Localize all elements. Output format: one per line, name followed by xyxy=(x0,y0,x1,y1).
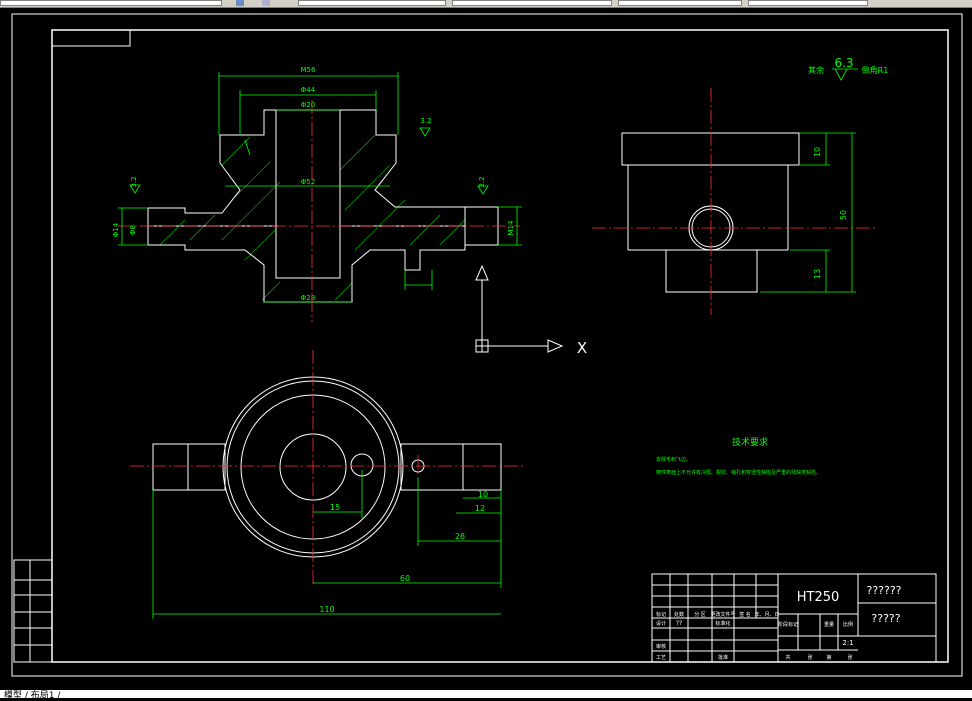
dim-d20: Φ20 xyxy=(301,101,315,109)
layer-dropdown[interactable] xyxy=(0,0,222,6)
svg-text:设计: 设计 xyxy=(656,620,666,627)
tech-line-2: 铸件表面上不允许有冷隔、裂纹、缩孔和穿透性缺陷及严重的残缺类缺陷。 xyxy=(656,469,821,476)
palette-icon[interactable] xyxy=(262,0,270,6)
top-view xyxy=(152,376,502,558)
part-code: ????? xyxy=(871,612,900,625)
svg-text:阶段标记: 阶段标记 xyxy=(778,621,798,628)
title-block-lines xyxy=(651,573,937,663)
dim-text-side: 10 50 13 xyxy=(813,147,848,279)
drawing-canvas[interactable]: M56 Φ44 Φ20 Φ52 Φ28 Φ14 Φ8 M14 3.2 3.2 3… xyxy=(0,8,972,690)
dim-m14: M14 xyxy=(507,220,515,235)
dim-l15: 15 xyxy=(330,503,340,512)
roughness-note: 倒角R1 xyxy=(862,65,889,75)
dim-lines-section xyxy=(118,72,522,303)
svg-text:标准化: 标准化 xyxy=(715,620,730,627)
title-block-headers: 标记 处数 分 区 更改文件号 签 名 年、月、日 设计 审核 工艺 标准化 批… xyxy=(656,611,853,661)
dim-l28: 28 xyxy=(455,532,465,541)
cad-drawing: M56 Φ44 Φ20 Φ52 Φ28 Φ14 Φ8 M14 3.2 3.2 3… xyxy=(11,13,963,677)
tech-title: 技术要求 xyxy=(732,436,768,448)
dim-d8: Φ8 xyxy=(129,225,137,235)
svg-text:分 区: 分 区 xyxy=(694,611,706,618)
part-name: ?????? xyxy=(866,584,901,597)
svg-text:张: 张 xyxy=(807,654,812,661)
color-dropdown[interactable] xyxy=(298,0,446,6)
svg-text:比例: 比例 xyxy=(843,621,853,628)
svg-text:第: 第 xyxy=(826,654,831,661)
roughness-right: 3.2 xyxy=(478,176,486,187)
dim-d44: Φ44 xyxy=(301,86,316,94)
roughness-top: 3.2 xyxy=(420,117,431,125)
layout-tab-text[interactable]: 模型 / 布局1 / xyxy=(4,691,61,701)
dim-h10: 10 xyxy=(813,147,822,157)
dim-text-top: 15 10 12 28 60 110 xyxy=(319,490,488,614)
designer-name: ?? xyxy=(676,620,682,627)
dim-m56: M56 xyxy=(301,66,316,74)
dim-h50: 50 xyxy=(839,210,848,220)
code-box xyxy=(51,29,131,47)
dim-lines-side xyxy=(760,68,858,293)
layer-icon[interactable] xyxy=(236,0,244,6)
inner-frame xyxy=(51,29,949,663)
dim-lines-top xyxy=(152,470,502,619)
dim-d14: Φ14 xyxy=(112,222,120,237)
roughness-left: 3.2 xyxy=(130,176,138,187)
dim-text-section: M56 Φ44 Φ20 Φ52 Φ28 Φ14 Φ8 M14 3.2 3.2 3… xyxy=(112,66,515,302)
svg-text:张: 张 xyxy=(847,654,852,661)
center-lines-side xyxy=(592,88,876,315)
ucs-icon xyxy=(475,264,564,353)
hatch-pattern xyxy=(159,134,466,301)
center-lines-top xyxy=(130,350,525,585)
svg-text:标记: 标记 xyxy=(656,611,666,618)
layout-tabs[interactable]: 模型 / 布局1 / xyxy=(0,690,972,701)
toolbar xyxy=(0,0,972,8)
tech-line-1: 去除毛刺飞边。 xyxy=(656,456,691,463)
svg-text:批准: 批准 xyxy=(718,654,728,661)
dim-l12: 12 xyxy=(475,504,485,513)
svg-text:工艺: 工艺 xyxy=(656,655,666,661)
outer-frame xyxy=(11,13,963,677)
plotstyle-dropdown[interactable] xyxy=(748,0,868,6)
ucs-x-label: X xyxy=(577,339,587,357)
dim-l10: 10 xyxy=(478,490,488,499)
svg-text:重量: 重量 xyxy=(824,621,834,628)
section-view xyxy=(147,109,499,303)
svg-text:审核: 审核 xyxy=(656,643,666,650)
lineweight-dropdown[interactable] xyxy=(618,0,742,6)
roughness-value: 6.3 xyxy=(834,56,853,70)
side-strip xyxy=(13,559,53,663)
svg-text:更改文件号: 更改文件号 xyxy=(710,611,735,618)
dim-d28: Φ28 xyxy=(301,294,315,302)
svg-text:共: 共 xyxy=(785,654,790,661)
dim-h13: 13 xyxy=(813,269,822,279)
svg-text:处数: 处数 xyxy=(674,611,684,618)
dim-l110: 110 xyxy=(319,605,334,614)
dim-d52: Φ52 xyxy=(301,178,315,186)
center-lines-section xyxy=(118,100,520,322)
material-text: HT250 xyxy=(797,590,840,605)
scale-value: 2:1 xyxy=(842,639,853,647)
roughness-label: 其余 xyxy=(808,65,824,75)
svg-text:签 名: 签 名 xyxy=(739,611,751,618)
side-view xyxy=(621,132,800,293)
dim-l60: 60 xyxy=(400,574,410,583)
svg-text:年、月、日: 年、月、日 xyxy=(754,611,779,618)
linetype-dropdown[interactable] xyxy=(452,0,612,6)
